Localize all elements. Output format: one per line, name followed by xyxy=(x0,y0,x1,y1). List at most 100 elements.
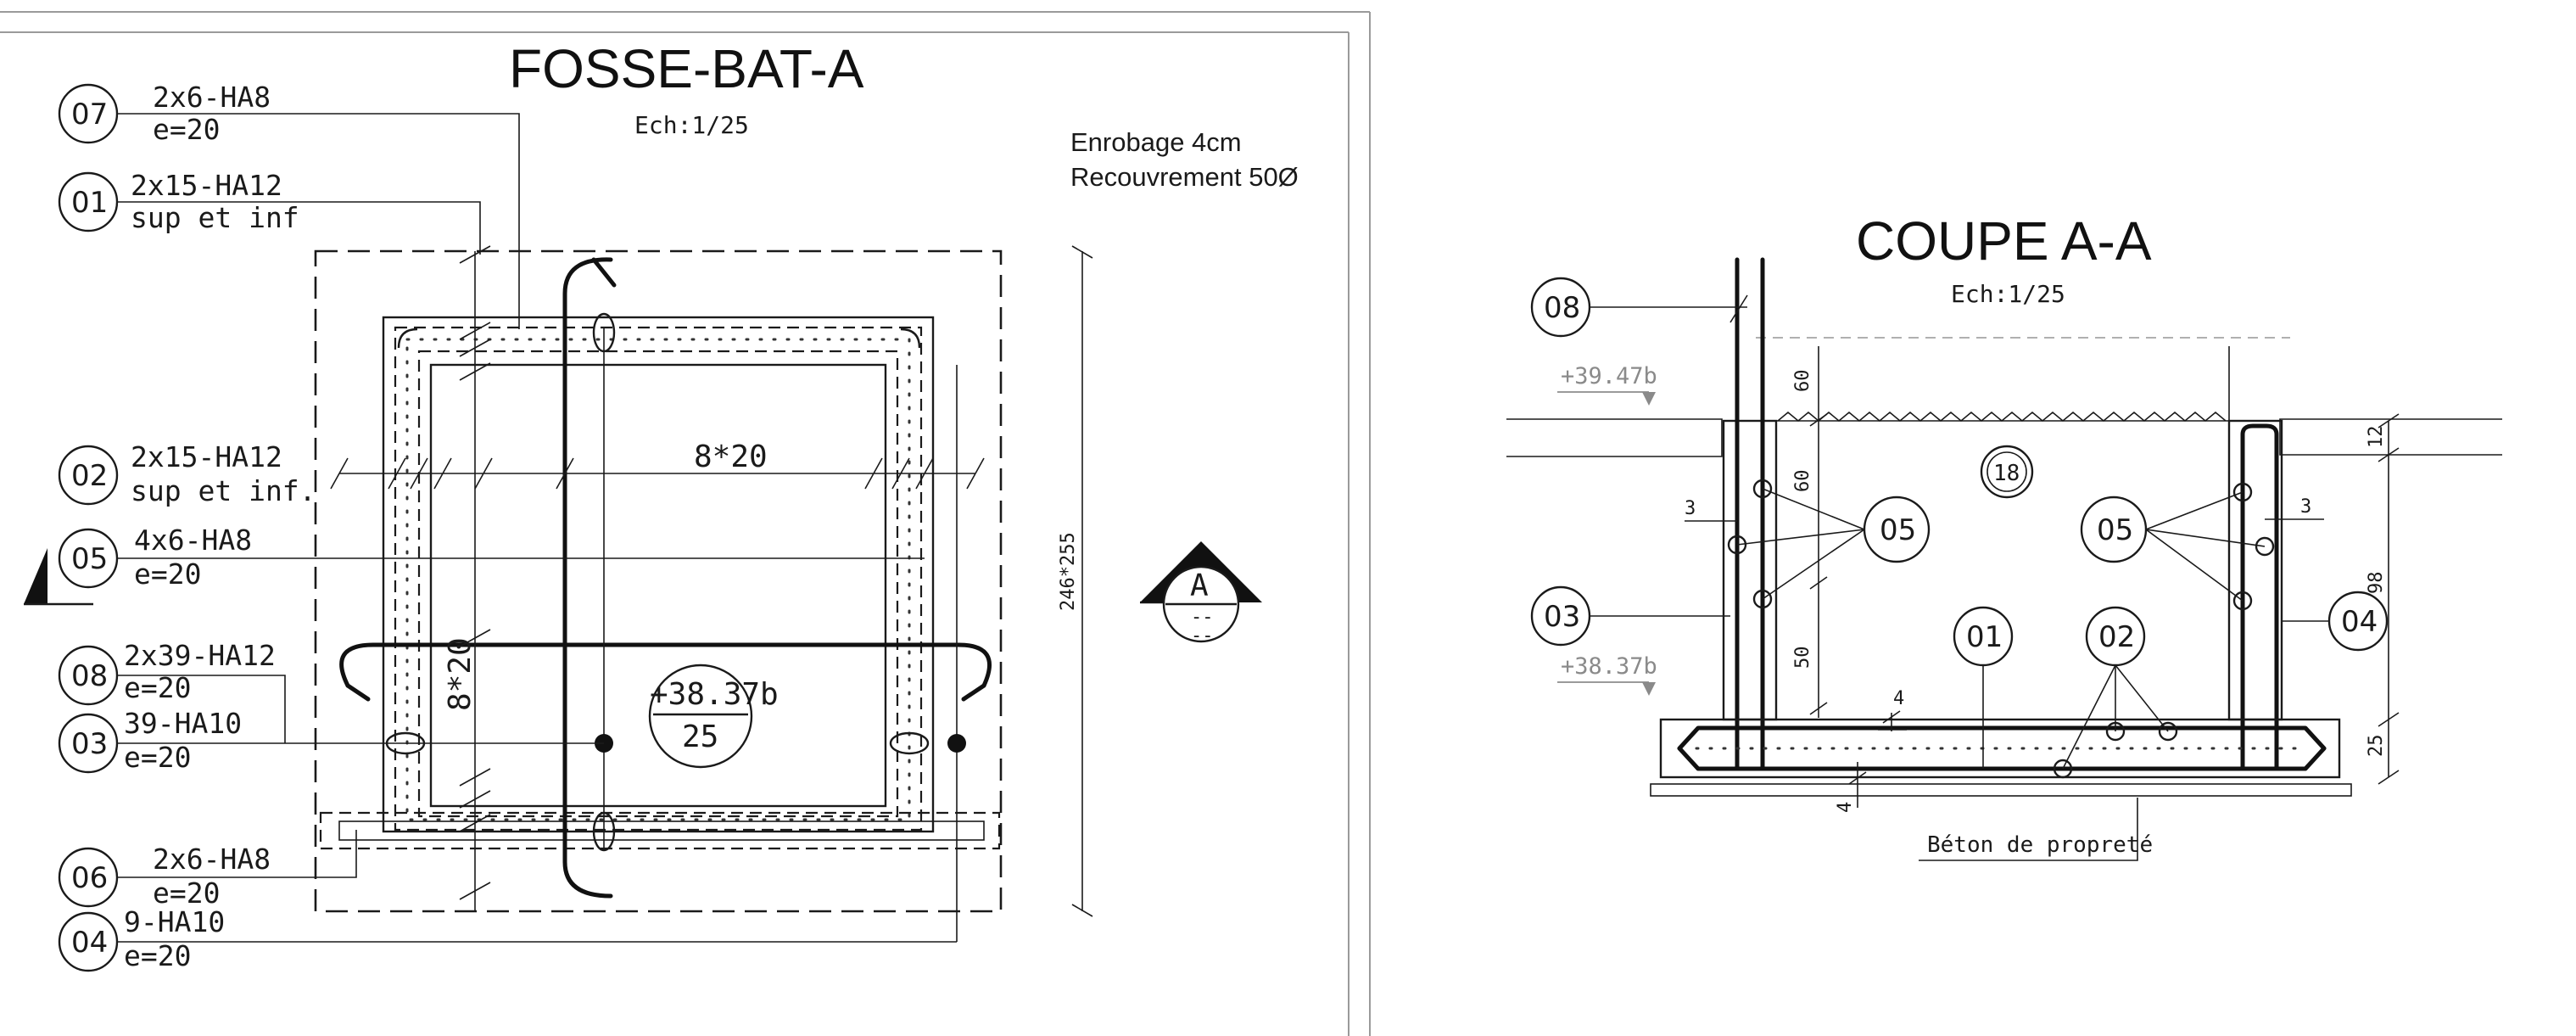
svg-text:e=20: e=20 xyxy=(153,876,220,910)
svg-text:05: 05 xyxy=(2097,513,2133,547)
svg-text:05: 05 xyxy=(1880,513,1916,547)
label-blinding-underline xyxy=(1919,798,2138,861)
bar-circle-b1 xyxy=(2053,759,2073,779)
bar-circle-l2 xyxy=(1727,535,1747,555)
bar-section-bottom xyxy=(592,811,616,852)
section-title: COUPE A-A xyxy=(1856,210,2152,272)
svg-text:9-HA10: 9-HA10 xyxy=(124,905,225,938)
svg-text:02: 02 xyxy=(71,459,108,493)
svg-text:sup et inf.: sup et inf. xyxy=(131,474,316,507)
svg-text:05: 05 xyxy=(71,542,108,576)
bar-circle-l1 xyxy=(1752,479,1773,499)
dim-left-60a: 60 xyxy=(1792,370,1813,393)
level-circle xyxy=(648,664,753,769)
svg-text:2x6-HA8: 2x6-HA8 xyxy=(153,843,271,876)
dim-right-98: 98 xyxy=(2366,572,2387,595)
plan-view: FOSSE-BAT-A Ech:1/25 Enrobage 4cm Recouv… xyxy=(24,38,1299,972)
section-marker-left xyxy=(24,548,93,606)
dim-left-4: 4 xyxy=(1893,688,1904,709)
rebar-ties xyxy=(405,338,911,821)
bar-horizontal-main xyxy=(339,642,992,688)
dim-left-60b: 60 xyxy=(1792,470,1813,493)
note-cover: Enrobage 4cm xyxy=(1070,127,1242,157)
bar-section-top xyxy=(592,312,616,353)
label-blinding: Béton de propreté xyxy=(1927,832,2153,858)
svg-text:06: 06 xyxy=(71,861,108,895)
bar-vertical-hook-top xyxy=(591,257,617,288)
overall-dim-text: 246*255 xyxy=(1058,532,1079,611)
svg-text:02: 02 xyxy=(2098,620,2135,654)
svg-text:39-HA10: 39-HA10 xyxy=(124,707,242,740)
svg-text:2x15-HA12: 2x15-HA12 xyxy=(131,440,282,473)
soil-wave xyxy=(1777,411,2227,423)
bar-circle-b3 xyxy=(2158,721,2178,742)
svg-text:01: 01 xyxy=(1966,620,2003,654)
dim-left-ticks xyxy=(1809,413,1907,731)
svg-text:03: 03 xyxy=(71,727,108,761)
dim-left-3: 3 xyxy=(1685,498,1696,519)
bar-horizontal-hook-right xyxy=(961,683,986,702)
svg-text:sup et inf: sup et inf xyxy=(131,201,299,234)
dim-right-3: 3 xyxy=(2300,496,2311,518)
section-ref-04: 04 xyxy=(2282,591,2389,652)
svg-text:07: 07 xyxy=(71,98,108,132)
svg-text:e=20: e=20 xyxy=(124,741,191,774)
section-ref-18: 18 xyxy=(1980,445,2034,499)
level-top-arrow xyxy=(1642,392,1656,406)
section-ref-05-right: 05 xyxy=(2080,491,2266,602)
excavation-outline xyxy=(314,249,1003,913)
svg-text:4x6-HA8: 4x6-HA8 xyxy=(134,524,252,557)
blinding-layer xyxy=(1650,783,2352,797)
sheet-frame xyxy=(0,11,1371,1036)
section-marker-sub1: -- xyxy=(1191,607,1214,628)
svg-text:2x15-HA12: 2x15-HA12 xyxy=(131,169,282,202)
rebar-cage-inner xyxy=(417,350,899,818)
slab-strip xyxy=(319,811,1001,850)
bar-section-right xyxy=(889,731,930,755)
svg-text:e=20: e=20 xyxy=(134,557,201,591)
svg-text:2x39-HA12: 2x39-HA12 xyxy=(124,639,276,672)
dim-bottom-tick xyxy=(1848,771,1867,785)
note-lap: Recouvrement 50Ø xyxy=(1070,162,1299,192)
section-view: COUPE A-A Ech:1/25 xyxy=(1506,210,2502,861)
level-bottom: +38.37b xyxy=(1561,653,1657,680)
callout-04: 04 9-HA10 e=20 xyxy=(58,905,957,972)
level-bottom-arrow xyxy=(1642,682,1656,696)
svg-text:08: 08 xyxy=(71,659,108,693)
bar-dot-right xyxy=(947,734,966,753)
callout-08: 08 2x39-HA12 e=20 xyxy=(58,639,286,743)
section-marker-right: A -- -- xyxy=(1140,541,1262,647)
svg-text:04: 04 xyxy=(71,926,108,960)
pit-inner-wall xyxy=(429,363,887,808)
dim-spacing-v: 8*20 xyxy=(443,637,478,711)
level-sub: 25 xyxy=(682,720,718,754)
section-ref-02: 02 xyxy=(2062,606,2169,770)
callout-02: 02 2x15-HA12 sup et inf. xyxy=(58,440,316,507)
section-ref-05-left: 05 xyxy=(1736,488,1931,600)
svg-text:18: 18 xyxy=(1993,461,2020,486)
callout-07: 07 2x6-HA8 e=20 xyxy=(58,81,520,329)
plan-scale: Ech:1/25 xyxy=(634,111,749,139)
ground-left xyxy=(1506,418,1723,457)
svg-text:03: 03 xyxy=(1544,600,1580,634)
svg-text:e=20: e=20 xyxy=(153,113,220,146)
section-ref-08: 08 xyxy=(1530,277,1748,338)
right-wall-bar xyxy=(2240,423,2279,771)
dim-left-50: 50 xyxy=(1792,647,1813,669)
pit-outer-wall xyxy=(382,316,935,833)
ground-right xyxy=(2279,418,2502,456)
dim-ticks-h xyxy=(330,457,985,490)
section-ref-01: 01 xyxy=(1953,606,2014,769)
dim-right-12: 12 xyxy=(2366,426,2387,449)
bar-horizontal-hook-left xyxy=(345,683,371,702)
bar-circle-r3 xyxy=(2232,591,2253,611)
svg-text:2x6-HA8: 2x6-HA8 xyxy=(153,81,271,114)
section-ref-03: 03 xyxy=(1530,585,1730,647)
level-top: +39.47b xyxy=(1561,363,1657,389)
slab-bar xyxy=(1677,725,2327,771)
wall-left xyxy=(1722,419,1778,721)
section-scale: Ech:1/25 xyxy=(1951,280,2065,308)
svg-text:04: 04 xyxy=(2341,605,2378,639)
rebar-cage-outer xyxy=(394,326,923,832)
svg-text:e=20: e=20 xyxy=(124,939,191,972)
